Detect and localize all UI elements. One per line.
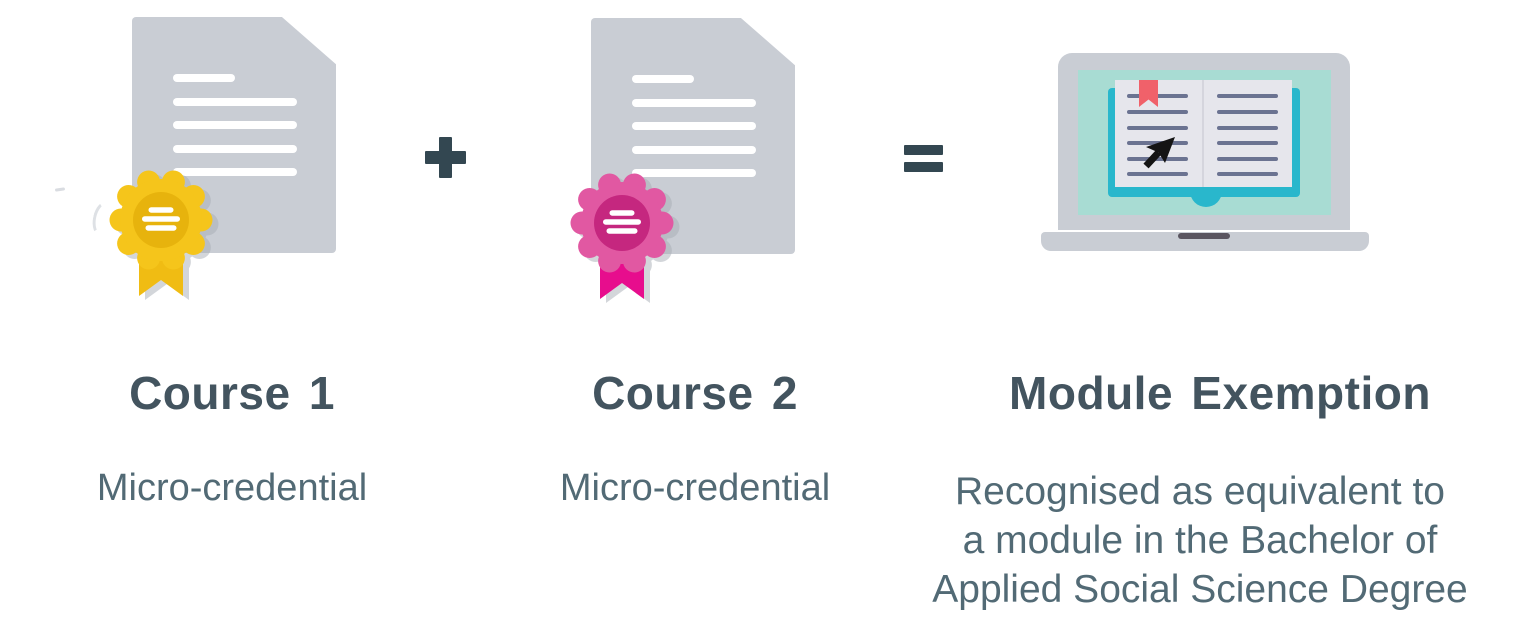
course1-subtitle: Micro-credential <box>57 467 407 510</box>
laptop-base <box>1041 232 1369 251</box>
equals-bottom-bar <box>904 162 943 172</box>
course2-title-text: Course 2 <box>592 367 798 419</box>
module-exemption-title-text: Module Exemption <box>1009 367 1431 419</box>
document-text-line <box>632 75 694 83</box>
page-text-line <box>1127 141 1188 145</box>
page-text-line <box>1127 172 1188 176</box>
laptop-trackpad-notch <box>1178 233 1230 239</box>
plus-vertical-bar <box>439 137 452 178</box>
description-line: Applied Social Science Degree <box>932 568 1468 611</box>
module-exemption-description: Recognised as equivalent to a module in … <box>920 467 1480 614</box>
document-text-line <box>173 168 297 176</box>
page-text-line <box>1217 110 1278 114</box>
course2-title: Course 2 <box>520 366 870 420</box>
course2-subtitle: Micro-credential <box>520 467 870 510</box>
page-text-line <box>1217 172 1278 176</box>
document-text-line <box>173 98 297 106</box>
page-text-line <box>1217 126 1278 130</box>
document-text-line <box>173 121 297 129</box>
plus-symbol-text: + <box>425 137 426 138</box>
module-exemption-title: Module Exemption <box>940 366 1500 420</box>
course1-subtitle-text: Micro-credential <box>96 467 368 509</box>
yellow-rosette-badge-icon <box>109 170 219 300</box>
equals-top-bar <box>904 145 943 155</box>
document-text-line <box>632 122 756 130</box>
certificate-document-icon <box>591 18 795 254</box>
plus-icon: + <box>425 137 466 178</box>
page-text-line <box>1127 157 1188 161</box>
document-text-line <box>632 99 756 107</box>
description-line: a module in the Bachelor of <box>962 519 1438 562</box>
document-text-line <box>632 146 756 154</box>
page-text-line <box>1217 157 1278 161</box>
course2-subtitle-text: Micro-credential <box>559 467 831 509</box>
page-text-line <box>1217 141 1278 145</box>
book-center-seam <box>1202 80 1204 187</box>
document-text-line <box>632 169 756 177</box>
pink-rosette-badge-icon <box>570 173 680 303</box>
equals-icon: = <box>904 145 943 172</box>
stray-mark <box>54 187 66 192</box>
laptop-icon <box>1041 50 1369 252</box>
bookmark-icon <box>1139 80 1158 107</box>
document-text-line <box>173 74 235 82</box>
course1-title: Course 1 <box>57 366 407 420</box>
page-text-line <box>1127 110 1188 114</box>
document-text-line <box>173 145 297 153</box>
page-text-line <box>1217 94 1278 98</box>
course1-title-text: Course 1 <box>129 367 335 419</box>
description-line: Recognised as equivalent to <box>955 470 1445 513</box>
page-text-line <box>1127 126 1188 130</box>
cursor-arrow-icon <box>1141 135 1181 173</box>
